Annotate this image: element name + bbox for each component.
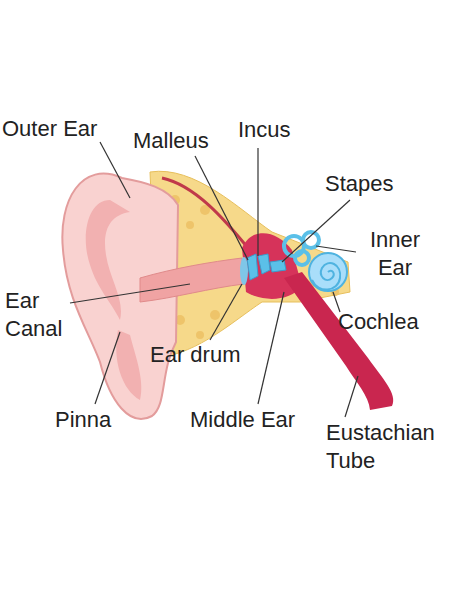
part-label: Pinna <box>55 406 111 434</box>
part-label: Middle Ear <box>190 406 295 434</box>
part-label: Ear Canal <box>5 287 67 343</box>
part-label: Eustachian Tube <box>326 419 452 475</box>
part-label: Ear drum <box>150 341 240 369</box>
part-label: Malleus <box>133 127 209 155</box>
earlobe-fold <box>116 330 141 400</box>
pinna-fold <box>86 200 130 320</box>
eustachian-tube-shape <box>284 272 393 410</box>
leader-lines <box>70 142 358 417</box>
part-label: Inner Ear <box>358 226 432 282</box>
part-label: Stapes <box>325 170 394 198</box>
ossicles <box>247 254 286 280</box>
cochlea-shape <box>309 253 347 291</box>
temporal-bone <box>150 171 350 358</box>
part-label: Incus <box>238 116 291 144</box>
ear-drum-shape <box>240 257 248 285</box>
ear-canal-shape <box>140 258 244 302</box>
cochlea-spiral <box>312 263 340 290</box>
part-label: Cochlea <box>338 308 419 336</box>
part-label: Outer Ear <box>2 115 97 143</box>
